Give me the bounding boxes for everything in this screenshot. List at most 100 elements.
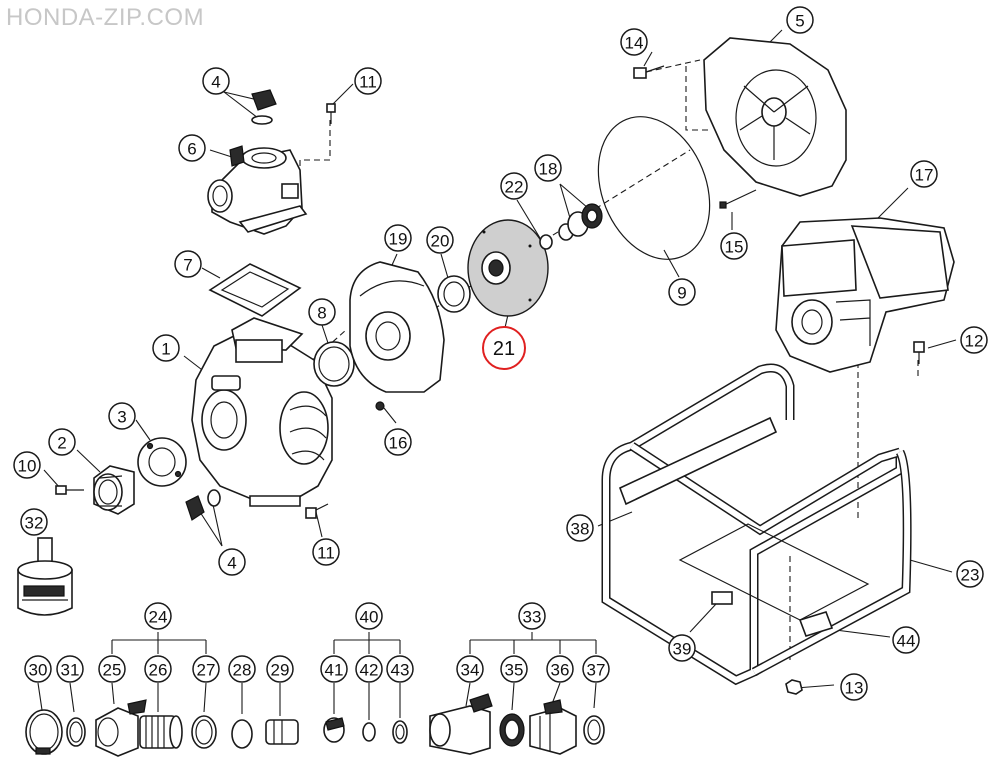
callout-number: 25	[103, 661, 122, 680]
callout-circle	[956, 560, 984, 588]
callout-number: 3	[117, 408, 126, 427]
callout-circle	[312, 538, 340, 566]
ring-part-37	[583, 715, 605, 745]
callout-number: 7	[183, 256, 192, 275]
quick-coupling-part-34	[429, 693, 493, 755]
callout-number: 41	[325, 661, 344, 680]
callout-circle	[152, 334, 180, 362]
callout-c26: 26	[144, 655, 172, 683]
callout-circle	[24, 655, 52, 683]
callout-c11a: 11	[354, 67, 382, 95]
washer-part-31	[66, 717, 86, 747]
callout-c24: 24	[144, 602, 172, 630]
callout-number: 12	[965, 332, 984, 351]
callout-number: 26	[149, 661, 168, 680]
callout-number: 5	[795, 12, 804, 31]
callout-circle	[13, 451, 41, 479]
callout-c4b: 4	[218, 548, 246, 576]
callout-c34: 34	[456, 655, 484, 683]
callout-number: 11	[359, 73, 377, 92]
callout-circle	[720, 232, 748, 260]
callout-c15: 15	[720, 232, 748, 260]
callout-c28: 28	[228, 655, 256, 683]
callout-number: 10	[18, 457, 37, 476]
callout-circle	[98, 655, 126, 683]
callout-circle	[500, 655, 528, 683]
callout-circle	[566, 514, 594, 542]
callout-number: 16	[389, 434, 408, 453]
callout-circle	[144, 655, 172, 683]
wear-ring-part-20	[437, 275, 471, 313]
callout-number: 9	[677, 284, 686, 303]
callout-circle	[500, 172, 528, 200]
frame-part-23	[601, 363, 912, 686]
callout-c20: 20	[426, 226, 454, 254]
callout-number: 15	[725, 238, 744, 257]
callout-number: 4	[211, 73, 220, 92]
hose-coupling-part-25	[95, 699, 147, 757]
callout-circle	[266, 655, 294, 683]
callout-c35: 35	[500, 655, 528, 683]
bolt-part-12	[913, 341, 925, 364]
callout-circle	[202, 67, 230, 95]
pump-casing-part-1	[191, 317, 333, 507]
callout-c13: 13	[840, 673, 868, 701]
outlet-elbow-part-6	[207, 145, 308, 235]
callout-number: 35	[505, 661, 524, 680]
seal-ring-part-8	[313, 341, 355, 387]
callout-c39: 39	[668, 634, 696, 662]
callout-circle	[384, 224, 412, 252]
callout-c42: 42	[355, 655, 383, 683]
callout-c7: 7	[174, 250, 202, 278]
callout-number: 40	[360, 608, 379, 627]
callout-circle	[534, 154, 562, 182]
callout-c11b: 11	[312, 538, 340, 566]
callout-number: 4	[227, 554, 236, 573]
callout-number: 2	[57, 434, 66, 453]
callout-c5: 5	[786, 6, 814, 34]
callout-circle	[320, 655, 348, 683]
callout-circle	[144, 602, 172, 630]
callout-circle	[192, 655, 220, 683]
callout-circle	[620, 28, 648, 56]
callout-circle	[786, 6, 814, 34]
callout-circle	[20, 508, 48, 536]
callout-circle	[910, 160, 938, 188]
callout-c23: 23	[956, 560, 984, 588]
callout-number: 11	[317, 544, 335, 563]
callout-c16: 16	[384, 428, 412, 456]
callout-number: 20	[431, 232, 450, 251]
callout-circle	[840, 673, 868, 701]
callout-number: 30	[29, 661, 48, 680]
callout-c40: 40	[355, 602, 383, 630]
bolt-part-14	[633, 65, 665, 79]
callout-circle	[892, 626, 920, 654]
coupling-part-41	[323, 717, 345, 743]
callout-circle	[426, 226, 454, 254]
callout-circle	[308, 298, 336, 326]
callout-number: 31	[61, 661, 80, 680]
callout-circle	[178, 134, 206, 162]
suction-flange-part-2	[93, 465, 135, 515]
callout-number: 17	[915, 166, 934, 185]
nipple-part-29	[265, 719, 299, 745]
callout-number: 24	[149, 608, 168, 627]
callout-c12: 12	[960, 326, 988, 354]
hose-nipple-part-26	[139, 715, 183, 749]
callout-c3: 3	[108, 402, 136, 430]
callout-circle	[355, 602, 383, 630]
callout-circle	[456, 655, 484, 683]
priming-cap-part-4	[251, 89, 277, 125]
mount-part-39	[711, 591, 733, 605]
callout-number: 8	[317, 304, 326, 323]
callout-circle	[386, 655, 414, 683]
callout-c31: 31	[56, 655, 84, 683]
callout-number: 29	[271, 661, 290, 680]
callout-circle	[174, 250, 202, 278]
callout-number: 18	[539, 160, 558, 179]
callout-number: 23	[961, 566, 980, 585]
callout-c29: 29	[266, 655, 294, 683]
callout-c2: 2	[48, 428, 76, 456]
